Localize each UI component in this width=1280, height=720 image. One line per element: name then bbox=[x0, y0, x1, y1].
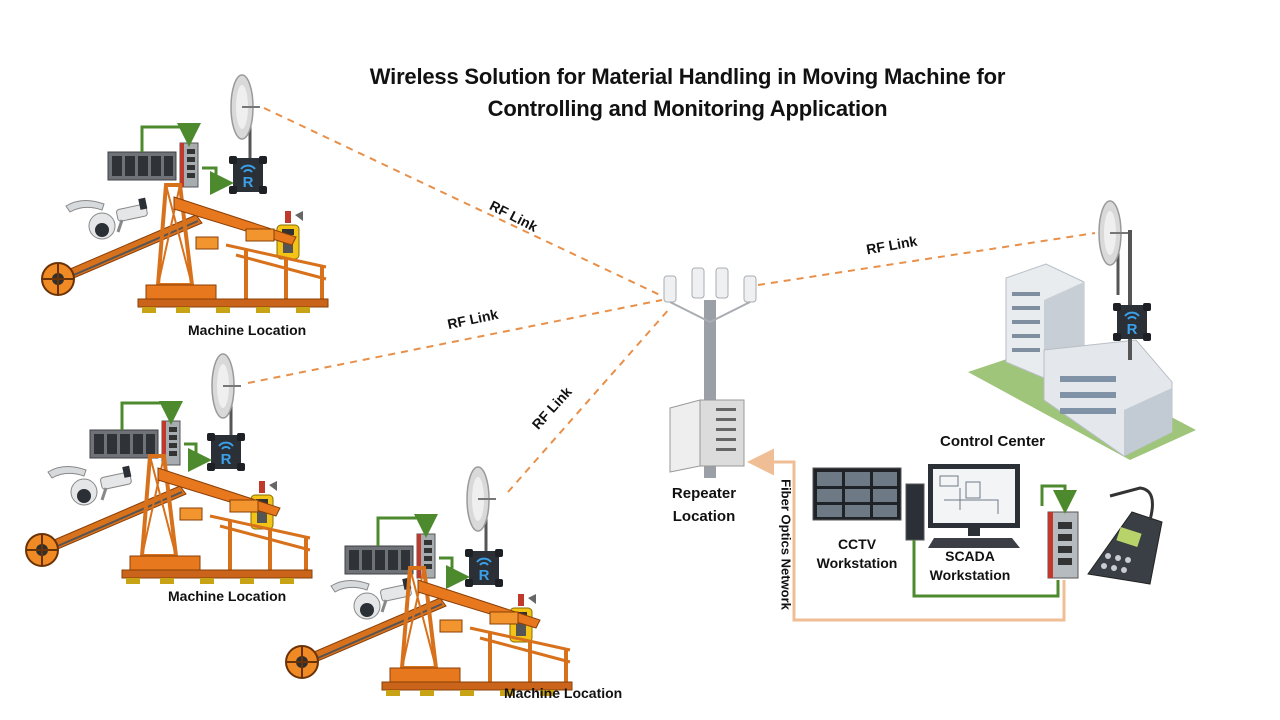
plc-icon bbox=[344, 545, 414, 575]
desk-phone-icon bbox=[1087, 486, 1163, 585]
fiber-optics-cable bbox=[747, 448, 1066, 622]
bullet-camera-icon bbox=[98, 464, 134, 502]
plc-icon bbox=[89, 429, 159, 459]
radio-unit-icon bbox=[228, 155, 268, 195]
repeater-location-label-1: Repeater bbox=[671, 485, 737, 502]
ptz-camera-icon bbox=[65, 199, 116, 240]
machine-site-2 bbox=[24, 352, 314, 586]
machine-site-3 bbox=[284, 465, 574, 698]
ethernet-cable-switch bbox=[1040, 484, 1077, 514]
diagram-title-line-2: Controlling and Monitoring Application bbox=[487, 96, 888, 121]
ptz-camera-icon bbox=[330, 579, 381, 620]
machine-location-label: Machine Location bbox=[168, 588, 287, 604]
fiber-optics-label: Fiber Optics Network bbox=[778, 479, 794, 610]
ethernet-cable-scada bbox=[912, 540, 1060, 598]
radio-unit-icon bbox=[464, 548, 504, 588]
machine-site-1 bbox=[40, 73, 330, 315]
repeater-tower bbox=[663, 267, 757, 478]
ethernet-switch-icon bbox=[179, 142, 199, 188]
parabolic-antenna-icon bbox=[1097, 199, 1130, 297]
radio-unit-icon bbox=[206, 432, 246, 472]
radio-unit-icon bbox=[1112, 302, 1152, 342]
cctv-workstation-label-2: Workstation bbox=[816, 555, 898, 571]
rf-link-control-center bbox=[757, 232, 1096, 286]
plc-icon bbox=[107, 151, 177, 181]
rf-link-machine-2 bbox=[247, 299, 663, 384]
machine-location-label: Machine Location bbox=[504, 685, 623, 701]
repeater-location-label-2: Location bbox=[672, 508, 736, 525]
scada-workstation bbox=[928, 464, 1020, 548]
scada-workstation-label-2: Workstation bbox=[929, 567, 1011, 583]
diagram-title-line-1: Wireless Solution for Material Handling … bbox=[369, 64, 1006, 89]
cabinet-icon bbox=[669, 399, 745, 473]
control-center-building bbox=[968, 199, 1196, 460]
ptz-camera-icon bbox=[47, 465, 98, 506]
parabolic-antenna-icon bbox=[210, 352, 243, 450]
rf-link-machine-1 bbox=[263, 107, 661, 296]
cctv-workstation-label-1: CCTV bbox=[837, 536, 877, 552]
parabolic-antenna-icon bbox=[465, 465, 498, 563]
rf-links bbox=[247, 107, 1096, 493]
scada-workstation-label-1: SCADA bbox=[945, 548, 995, 564]
bullet-camera-icon bbox=[114, 196, 150, 234]
machine-location-label: Machine Location bbox=[188, 322, 307, 338]
rf-link-machine-3 bbox=[507, 307, 671, 493]
building-icon bbox=[968, 263, 1196, 460]
control-center-label: Control Center bbox=[940, 433, 1045, 450]
cctv-workstation bbox=[812, 467, 925, 541]
control-center-switch bbox=[1047, 511, 1079, 579]
